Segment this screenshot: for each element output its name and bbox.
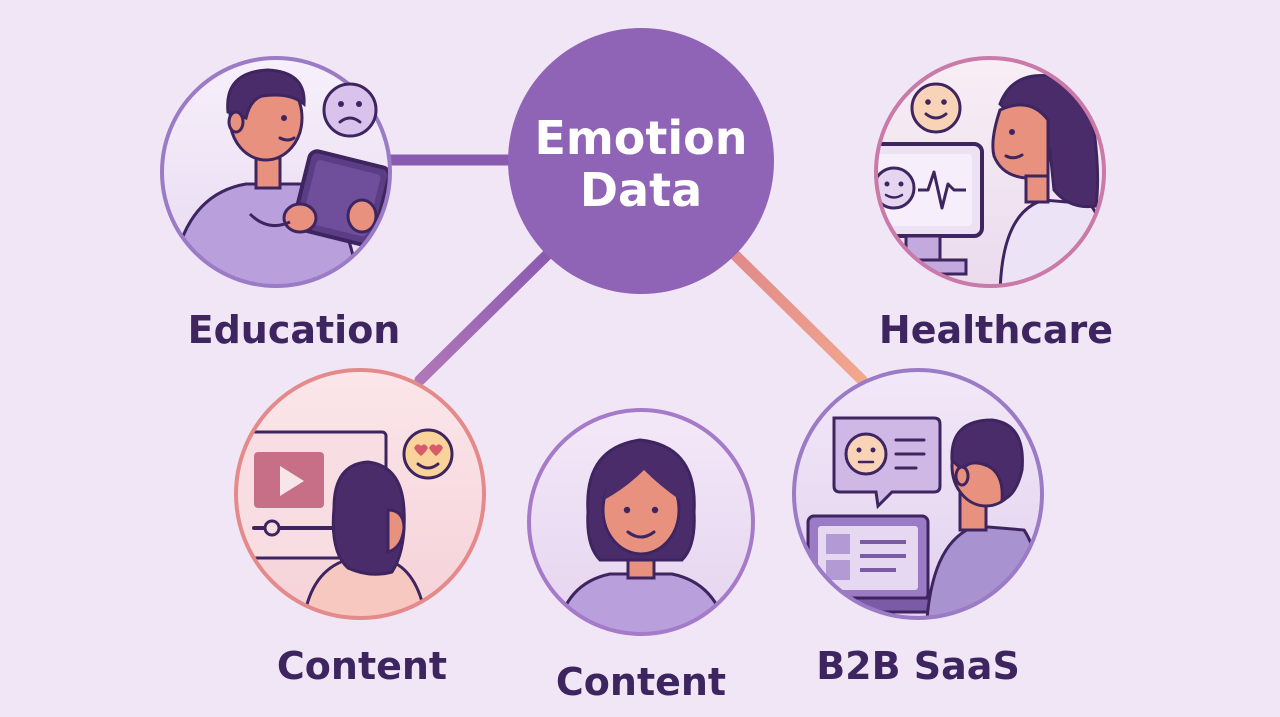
smile-face-icon xyxy=(912,84,960,132)
label-healthcare: Healthcare xyxy=(876,308,1116,352)
education-node xyxy=(162,58,391,300)
content-left-node xyxy=(230,370,484,640)
healthcare-node xyxy=(858,58,1112,300)
sad-face-icon xyxy=(324,84,376,136)
connector-b2b-saas xyxy=(736,256,862,380)
content-center-node xyxy=(529,410,753,640)
hub-title-line1: Emotion xyxy=(510,112,772,164)
b2b-saas-node xyxy=(794,370,1046,640)
hub-title: Emotion Data xyxy=(510,112,772,216)
label-education: Education xyxy=(184,308,404,352)
heart-eyes-face-icon xyxy=(404,430,452,478)
label-content-left: Content xyxy=(262,644,462,688)
connector-content-left xyxy=(420,252,550,380)
label-b2b-saas: B2B SaaS xyxy=(808,644,1028,688)
hub-title-line2: Data xyxy=(510,164,772,216)
label-content-center: Content xyxy=(541,660,741,704)
